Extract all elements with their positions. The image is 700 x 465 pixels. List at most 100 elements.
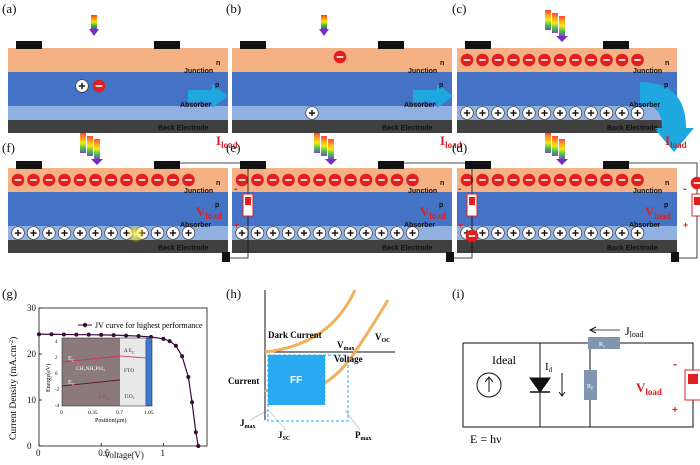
layer-label: p [664,202,668,209]
layer-label: Absorber [180,102,211,109]
layer-label: Junction [633,188,662,195]
svg-text:-: - [234,183,238,195]
jv-data-point [74,332,79,337]
jv-data-point [196,444,201,448]
layer-label: Junction [408,188,437,195]
panel-label-f: (f) [2,140,15,155]
jload-label: Jload [625,324,643,339]
layer-label: p [664,82,668,89]
electron [507,173,520,187]
panel-label-c: (c) [452,1,466,16]
hole [150,226,165,240]
jv-y-tick: 30 [27,303,37,313]
layer-label: Back Electrode [158,245,209,252]
electron [390,173,404,187]
inset-y-tick: 0 [55,372,58,377]
inset-xlabel: Position(μm) [95,417,127,424]
electron [476,173,489,187]
inset-y-tick: 4 [55,340,58,345]
jv-x-tick: 1 [160,448,165,458]
hole [522,226,536,240]
electron [522,173,536,187]
electron [266,173,280,187]
hole [390,226,404,240]
electron [406,173,419,187]
electron [460,53,474,67]
svg-text:+: + [234,220,239,230]
jv-data-point [124,333,129,338]
electron [251,173,264,187]
jmax-label: Jmax [240,418,256,430]
jv-x-tick: 0.5 [98,448,110,458]
electron [73,173,87,187]
electron [460,173,474,187]
panel-label-d: (d) [452,140,467,155]
layer-label: n [216,60,220,67]
load-current-label: Iload [440,133,462,150]
electron [584,173,598,187]
hole [568,106,583,120]
jv-data-point [173,343,178,348]
hole [73,226,87,240]
jv-data-point [193,430,198,435]
load-voltage-label: Vload [645,204,671,221]
electron [538,173,551,187]
hole [537,226,552,240]
jv-y-tick: 20 [27,349,37,359]
electron [27,173,40,187]
load-electron [690,176,700,190]
hole [615,226,629,240]
rs-label: Rs [599,342,605,349]
layer-label: n [665,180,669,187]
id-label: Id [545,361,553,374]
electron [344,173,357,187]
panel-label-g: (g) [2,286,17,301]
inset-material: CH₃NH₃PbI₃ [76,366,105,372]
svg-text:+: + [672,405,678,416]
electron [631,53,644,67]
jv-legend: JV curve for highest performance [95,321,203,330]
rp-label: RP [587,384,594,391]
electron [328,173,342,187]
hole [297,226,311,240]
electron [569,53,582,67]
hole [26,226,41,240]
pmax-label: Pmax [355,430,372,442]
layer-label: Junction [633,68,662,75]
ideal-label: Ideal [492,353,517,367]
layer-label: Back Electrode [607,245,658,252]
hole [42,226,56,240]
electron [569,173,582,187]
electron [507,53,520,67]
layer-label: p [215,202,219,209]
hole [312,226,327,240]
layer-label: p [439,202,443,209]
electron [89,173,102,187]
inset-x-tick: 0.7 [116,410,123,416]
hole [491,226,505,240]
electron [491,173,505,187]
hole [491,106,505,120]
hole [374,226,389,240]
process-arrow-3 [640,82,694,152]
hole [584,226,598,240]
hole [568,226,583,240]
layer-label: Back Electrode [607,125,658,132]
electron [615,173,629,187]
jv-data-point [49,332,54,337]
svg-text:EC: EC [68,356,75,363]
hole [475,106,490,120]
inset-x-tick: 1.05 [144,410,154,416]
jv-x-tick: 0 [36,448,41,458]
hole [506,106,521,120]
jv-data-point [61,332,66,337]
electron [615,53,629,67]
panel-label-e: (e) [226,140,240,155]
layer-label: Absorber [629,222,660,229]
inset-y-tick: -2 [55,388,60,393]
electron [359,173,373,187]
electron [522,53,536,67]
electron [600,173,613,187]
hole [460,106,474,120]
jv-data-point [86,332,91,337]
